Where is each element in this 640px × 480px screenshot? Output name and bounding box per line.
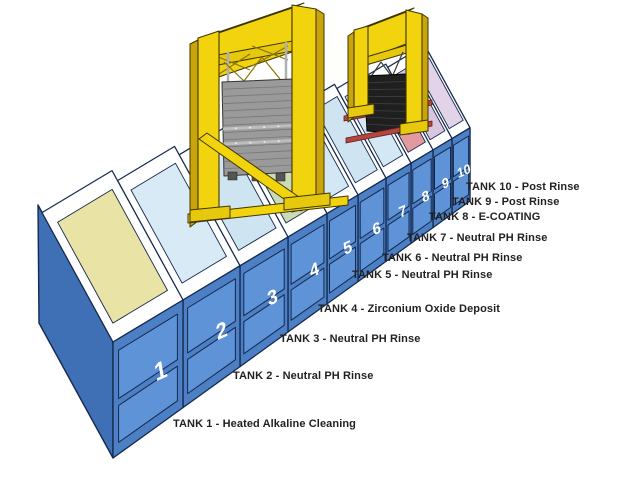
tank-label-6: TANK 6 - Neutral PH Rinse (382, 252, 523, 264)
rack-stripe (222, 107, 294, 112)
crane1-brace (261, 56, 281, 80)
tank-front-panel (290, 224, 325, 285)
tank-label-1: TANK 1 - Heated Alkaline Cleaning (173, 418, 357, 430)
rack-stripe (222, 92, 294, 97)
tank-number: 1 (152, 355, 169, 387)
tank-label-3: TANK 3 - Neutral PH Rinse (280, 333, 421, 345)
tank-number: 2 (214, 316, 229, 345)
rack-hook-dot (277, 125, 280, 128)
tank-front-panel (434, 146, 451, 190)
tank-number: 4 (308, 258, 321, 282)
rack-foot (275, 172, 286, 182)
crane1-brace (215, 55, 251, 71)
rack-stripe (366, 116, 409, 120)
crane1-right-post-side (315, 8, 325, 207)
tank-number: 8 (421, 187, 431, 206)
rack-stripe (223, 135, 295, 141)
tank-front-panel (387, 210, 410, 253)
tank-front-panel (387, 171, 410, 221)
tank-number: 9 (441, 174, 451, 192)
rack-hook-dot (234, 127, 237, 130)
rack-stripe (223, 128, 295, 134)
tank-number: 7 (397, 202, 407, 222)
rack-stripe (364, 81, 407, 84)
crane1-brace (223, 61, 245, 82)
tank-front-panel (434, 182, 451, 220)
tank-front-panel (329, 246, 356, 294)
tank-front-panel (359, 187, 385, 239)
tank-front-panel (243, 248, 285, 317)
crane2-front-post-side (421, 13, 429, 127)
crane1-brace (215, 53, 251, 77)
tank-front-panel (290, 267, 325, 321)
crane1-brace (251, 45, 289, 61)
tank-front-panel (187, 326, 236, 395)
rack-stripe (365, 103, 408, 105)
tank-label-7: TANK 7 - Neutral PH Rinse (407, 232, 548, 244)
tank-front-panel (329, 204, 356, 260)
crane2-front-foot (399, 119, 429, 136)
tank-front-panel (118, 313, 178, 400)
tank-front-panel (452, 135, 470, 178)
rack-stripe (222, 85, 294, 90)
crane1-left-foot (189, 205, 231, 223)
crane1-brace (243, 56, 263, 82)
tank-number: 6 (371, 219, 382, 240)
tank-front-panel (187, 278, 236, 354)
crane1-right-foot (283, 192, 331, 211)
tank-front-panel (452, 170, 470, 206)
tank-label-8: TANK 8 - E-COATING (429, 211, 541, 223)
tank-label-2: TANK 2 - Neutral PH Rinse (233, 370, 374, 382)
tank-number: 3 (266, 284, 280, 310)
rack-stripe (222, 100, 294, 105)
rack-stripe (222, 121, 294, 126)
rack-hook-dot (235, 142, 238, 145)
rack-stripe (223, 164, 295, 170)
rack-stripe (223, 142, 295, 148)
crane1-left-post-side (189, 39, 199, 228)
rack-stripe (364, 88, 407, 91)
rack-foot (227, 171, 238, 181)
tank-number: 10 (456, 160, 472, 181)
tank-front-panel (359, 227, 385, 272)
tank-number: 5 (342, 236, 354, 259)
rack-hook-dot (263, 140, 266, 143)
tank-front-panel (243, 294, 285, 355)
tank-liquid (57, 188, 168, 324)
tank-front-panel (412, 195, 432, 235)
crane1-right-post (291, 4, 317, 213)
crane2-back-post (353, 25, 369, 116)
crane2-brace (391, 51, 404, 78)
crane1-left-post (197, 30, 220, 222)
tank-label-10: TANK 10 - Post Rinse (466, 181, 580, 193)
tank-label-9: TANK 9 - Post Rinse (452, 196, 560, 208)
tank-label-4: TANK 4 - Zirconium Oxide Deposit (318, 303, 501, 315)
rack-hook-dot (263, 125, 266, 128)
tank-label-5: TANK 5 - Neutral PH Rinse (352, 269, 493, 281)
rack-hook-dot (249, 141, 252, 144)
tank-liquid (130, 162, 227, 284)
tank-front-panel (118, 365, 178, 443)
tank-front-panel (412, 158, 432, 205)
crane2-front-post (405, 9, 423, 133)
rack-hook-dot (248, 126, 251, 129)
rack-hook-dot (277, 140, 280, 143)
crane2-back-foot (347, 103, 375, 119)
rack-stripe (222, 114, 294, 119)
